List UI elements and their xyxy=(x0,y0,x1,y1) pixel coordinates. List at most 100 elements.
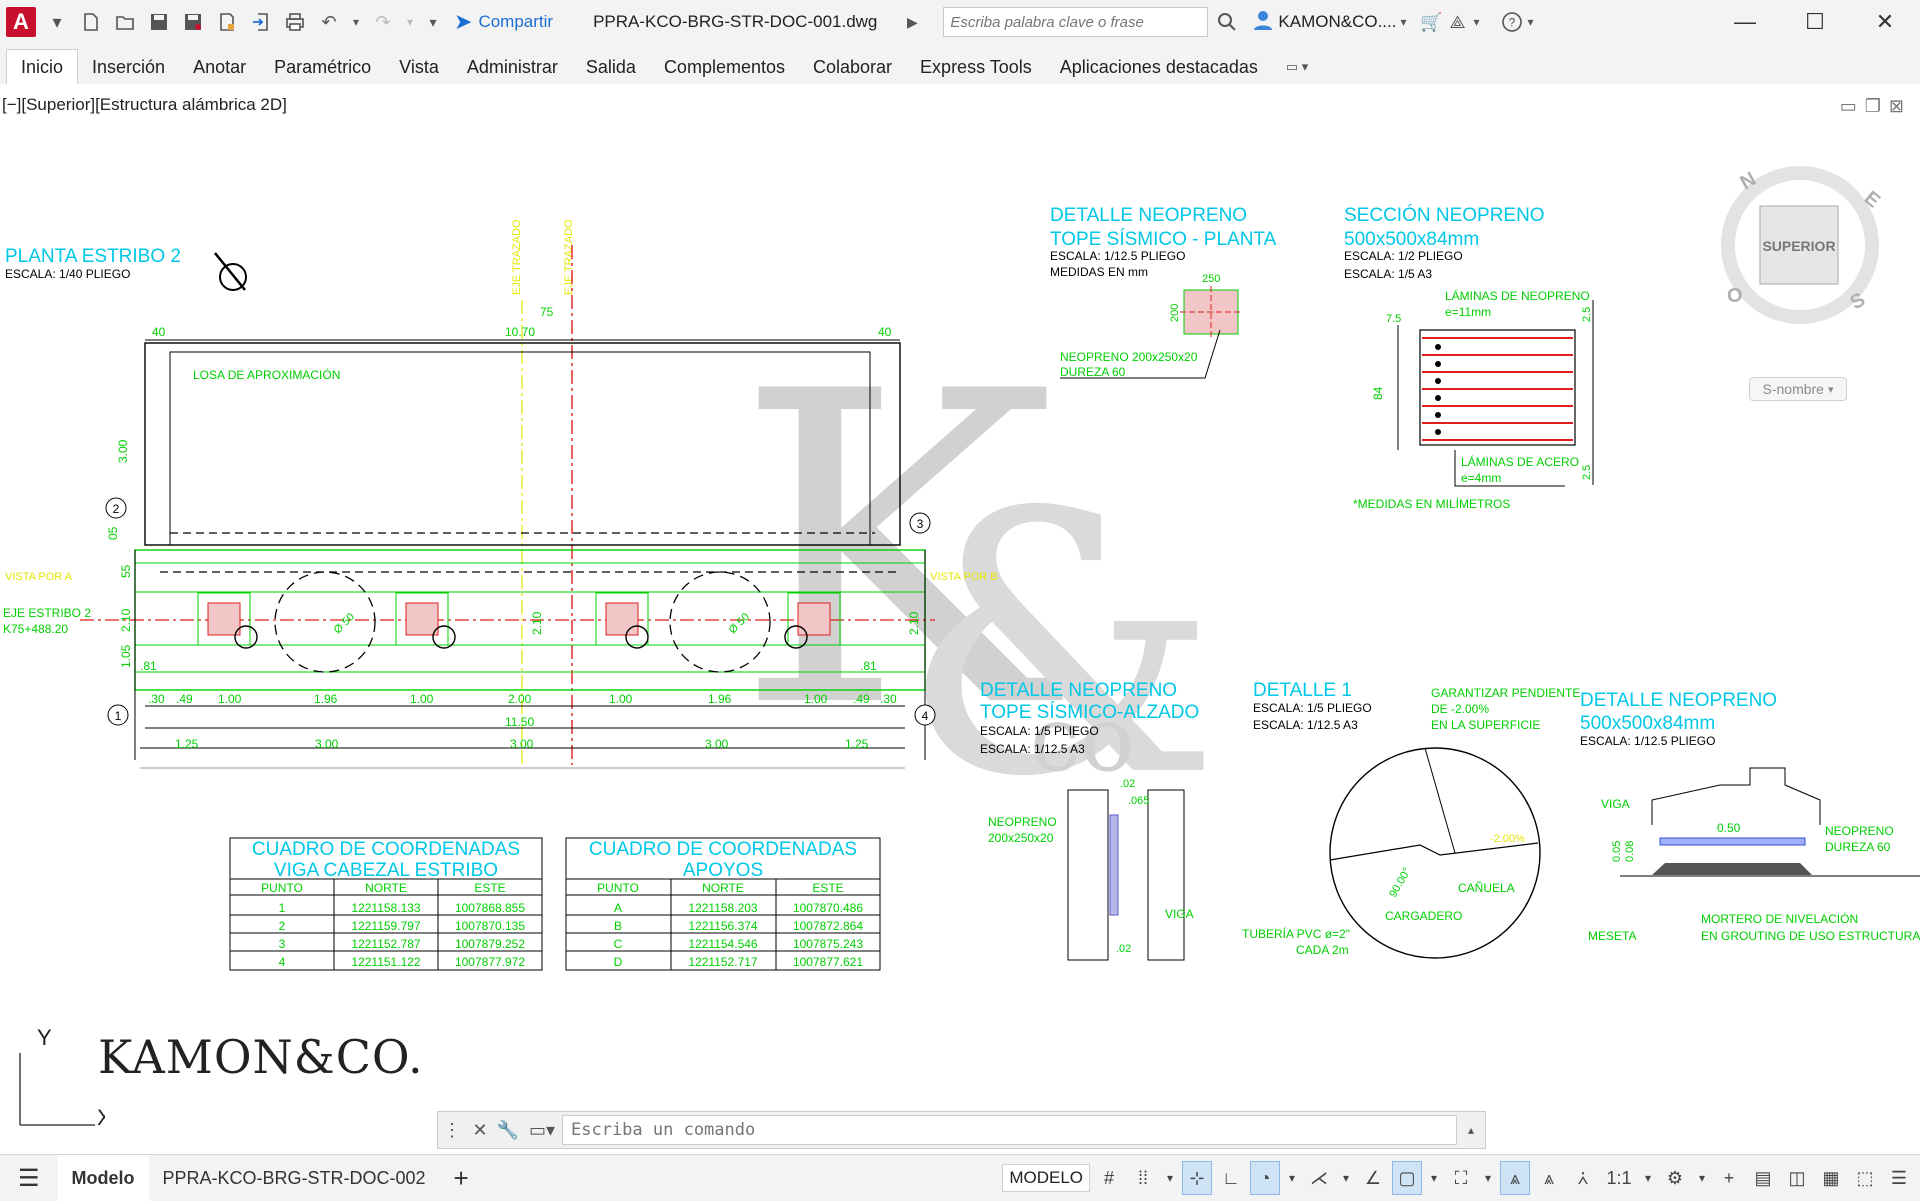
grid-icon[interactable]: # xyxy=(1103,1167,1114,1188)
tab-insercion[interactable]: Inserción xyxy=(92,56,166,77)
bearing-c xyxy=(595,592,649,649)
annotation-visibility-icon[interactable]: ⩓ xyxy=(1500,1161,1530,1195)
object-snap-dropdown-icon[interactable]: ▾ xyxy=(1430,1171,1438,1185)
fullscreen-icon[interactable]: ⬚ xyxy=(1856,1167,1874,1188)
app-dropdown-icon[interactable]: ▾ xyxy=(1473,15,1480,29)
selection-cycling-icon[interactable]: ⛶ xyxy=(1454,1167,1468,1188)
auto-scale-icon[interactable]: ⩓ xyxy=(1543,1167,1555,1188)
svg-text:B: B xyxy=(614,919,622,933)
tab-modelo[interactable]: Modelo xyxy=(57,1155,149,1201)
viewport-close-icon[interactable]: ⊠ xyxy=(1888,96,1904,116)
scale-dropdown-icon[interactable]: ▾ xyxy=(1644,1171,1652,1185)
help-dropdown-icon[interactable]: ▾ xyxy=(1527,15,1534,29)
app-logo-button[interactable]: A xyxy=(6,7,36,37)
title-arrow-icon[interactable]: ▶ xyxy=(907,13,918,30)
redo-icon[interactable]: ↷ xyxy=(375,11,391,32)
minimize-icon[interactable]: — xyxy=(1734,9,1756,34)
new-file-icon[interactable] xyxy=(78,9,104,35)
undo-dropdown-icon[interactable]: ▾ xyxy=(352,15,360,29)
viewcube-face[interactable]: SUPERIOR xyxy=(1762,238,1835,254)
workspace-dropdown-icon[interactable]: ▾ xyxy=(1698,1171,1706,1185)
isodraft-dropdown-icon[interactable]: ▾ xyxy=(1342,1171,1350,1185)
object-snap-icon[interactable]: ▢ xyxy=(1392,1161,1422,1195)
tab-aplicaciones-destacadas[interactable]: Aplicaciones destacadas xyxy=(1059,56,1258,77)
tab-administrar[interactable]: Administrar xyxy=(466,56,558,77)
user-account-button[interactable]: KAMON&CO.... ▾ xyxy=(1252,9,1407,36)
ortho-icon[interactable]: ∟ xyxy=(1222,1167,1240,1188)
point-2-marker: 2 xyxy=(105,497,127,519)
tab-anotar[interactable]: Anotar xyxy=(193,56,247,77)
viewport-restore-icon[interactable]: ❐ xyxy=(1864,96,1881,116)
drawing-canvas[interactable]: K & co PLANTA ESTRIBO 2 ESCALA: 1/40 PLI… xyxy=(0,84,1920,1154)
share-button[interactable]: ➤ Compartir xyxy=(454,9,554,34)
command-input[interactable] xyxy=(562,1115,1457,1145)
annotation-scale-icon[interactable]: ⩑ xyxy=(1577,1167,1589,1188)
tab-layout-doc-002[interactable]: PPRA-KCO-BRG-STR-DOC-002 xyxy=(162,1167,426,1188)
viewcube-o[interactable]: O xyxy=(1727,285,1743,307)
tab-express-tools[interactable]: Express Tools xyxy=(920,56,1032,77)
customization-menu-icon[interactable]: ☰ xyxy=(1890,1167,1908,1188)
ribbon-display-dropdown-icon[interactable]: ▭ ▾ xyxy=(1285,59,1309,74)
search-input[interactable] xyxy=(943,7,1209,37)
app-menu-chevron-icon[interactable]: ▾ xyxy=(52,11,62,32)
search-icon[interactable] xyxy=(1214,9,1240,35)
tab-inicio[interactable]: Inicio xyxy=(6,49,79,84)
save-icon[interactable] xyxy=(146,9,172,35)
selection-dropdown-icon[interactable]: ▾ xyxy=(1484,1171,1492,1185)
plot-printer-icon[interactable] xyxy=(282,9,308,35)
import-icon[interactable] xyxy=(248,9,274,35)
svg-text:MESETA: MESETA xyxy=(1588,929,1636,943)
autodesk-app-icon[interactable]: ⟁ xyxy=(1449,11,1466,32)
maximize-icon[interactable]: ☐ xyxy=(1805,9,1825,34)
save-as-icon[interactable] xyxy=(180,9,206,35)
command-history-icon[interactable]: ▴ xyxy=(1467,1123,1475,1137)
command-customize-icon[interactable]: 🔧 xyxy=(496,1119,520,1140)
viewport-minimize-icon[interactable]: ▭ xyxy=(1839,96,1857,116)
named-view-dropdown[interactable]: S-nombre▾ xyxy=(1749,377,1847,401)
publish-icon[interactable] xyxy=(214,9,240,35)
tab-parametrico[interactable]: Paramétrico xyxy=(274,56,372,77)
annotation-scale-value[interactable]: 1:1 xyxy=(1606,1167,1632,1188)
open-folder-icon[interactable] xyxy=(112,9,138,35)
svg-text:0.08: 0.08 xyxy=(1624,841,1636,862)
svg-text:40: 40 xyxy=(152,325,166,339)
close-icon[interactable]: ✕ xyxy=(1875,9,1895,34)
redo-dropdown-icon[interactable]: ▾ xyxy=(406,15,414,29)
help-icon[interactable]: ? xyxy=(1499,9,1525,35)
tab-colaborar[interactable]: Colaborar xyxy=(813,56,893,77)
model-space-button[interactable]: MODELO xyxy=(1002,1164,1090,1192)
svg-text:EN LA SUPERFICIE: EN LA SUPERFICIE xyxy=(1431,718,1540,732)
layout-menu-icon[interactable]: ☰ xyxy=(18,1164,40,1192)
viewport-controls-label[interactable]: [−][Superior][Estructura alámbrica 2D] xyxy=(2,95,287,114)
viewcube-s[interactable]: S xyxy=(1847,289,1870,315)
svg-text:1.96: 1.96 xyxy=(314,692,338,706)
polar-tracking-icon[interactable]: ◔ xyxy=(1250,1161,1280,1195)
tab-vista[interactable]: Vista xyxy=(399,56,439,77)
snap-icon[interactable]: ⁞⁞ xyxy=(1137,1167,1148,1188)
add-layout-icon[interactable]: + xyxy=(453,1162,469,1193)
eje-label-2: EJE TRAZADO xyxy=(563,219,575,295)
annotation-monitor-plus-icon[interactable]: + xyxy=(1723,1167,1735,1188)
svg-text:MORTERO DE NIVELACIÓN: MORTERO DE NIVELACIÓN xyxy=(1701,911,1858,926)
polar-dropdown-icon[interactable]: ▾ xyxy=(1288,1171,1296,1185)
svg-text:1.96: 1.96 xyxy=(708,692,732,706)
snap-dropdown-icon[interactable]: ▾ xyxy=(1166,1171,1174,1185)
command-recent-icon[interactable]: ▭▾ xyxy=(528,1119,556,1140)
tab-salida[interactable]: Salida xyxy=(585,56,636,77)
undo-icon[interactable]: ↶ xyxy=(321,11,337,32)
quick-properties-icon[interactable]: ◫ xyxy=(1788,1167,1806,1188)
command-close-icon[interactable]: ✕ xyxy=(472,1119,488,1140)
object-snap-tracking-icon[interactable]: ∠ xyxy=(1364,1167,1382,1188)
svg-text:ESCALA: 1/12.5 A3: ESCALA: 1/12.5 A3 xyxy=(980,742,1085,756)
workspace-gear-icon[interactable]: ⚙ xyxy=(1666,1167,1684,1188)
units-icon[interactable]: ▤ xyxy=(1754,1167,1772,1188)
tab-complementos[interactable]: Complementos xyxy=(663,56,785,77)
viewcube[interactable]: N E S O SUPERIOR xyxy=(1715,160,1885,330)
cart-icon[interactable]: 🛒 xyxy=(1420,11,1443,32)
svg-text:1221158.133: 1221158.133 xyxy=(351,901,421,915)
isodraft-icon[interactable]: ⋌ xyxy=(1310,1167,1328,1188)
command-grip-icon[interactable]: ⋮ xyxy=(443,1119,461,1140)
graphics-performance-icon[interactable]: ▦ xyxy=(1822,1167,1840,1188)
dynamic-input-icon[interactable]: ⊹ xyxy=(1182,1161,1212,1195)
customize-toolbar-icon[interactable]: ▾ xyxy=(429,13,437,30)
